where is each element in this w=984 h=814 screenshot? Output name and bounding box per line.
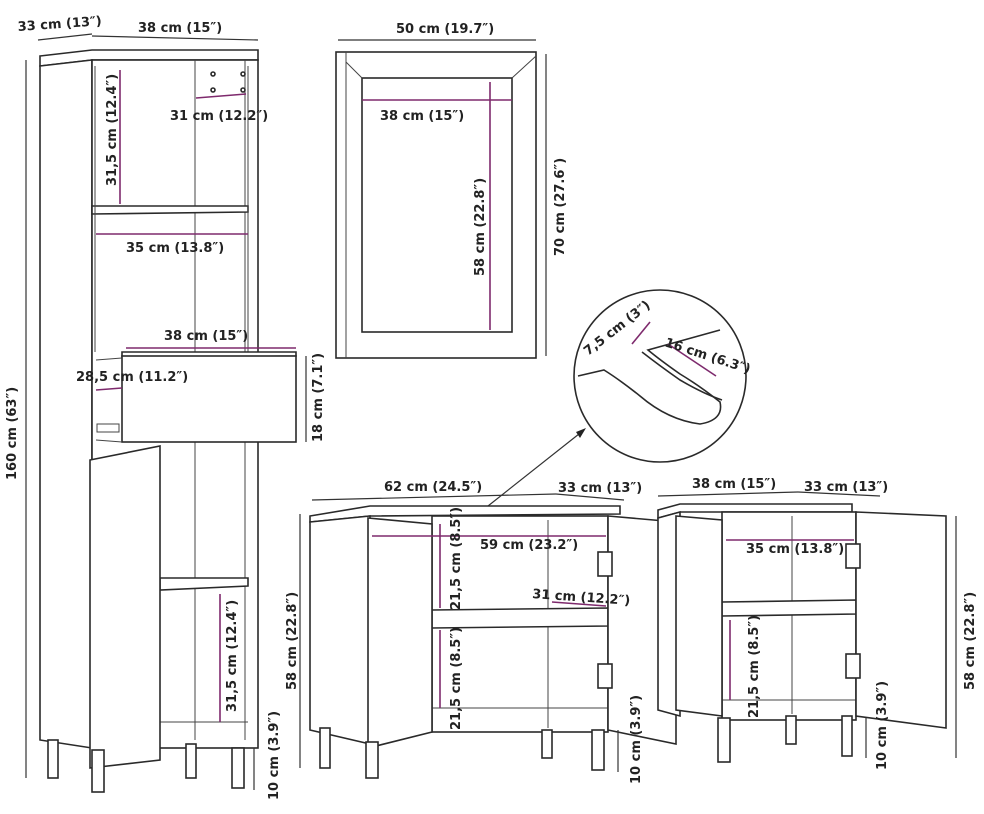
tall-cabinet-side-panel <box>39 59 93 749</box>
cutout-detail <box>487 289 747 507</box>
dim-label: 35 cm (13.8″) <box>126 241 224 256</box>
mirror-dimension-lines <box>338 39 547 356</box>
dim-label: 10 cm (3.9″) <box>629 695 644 784</box>
dim-label: 10 cm (3.9″) <box>875 681 890 770</box>
sink-left-door <box>367 517 433 750</box>
tall-leg-3 <box>185 743 197 779</box>
sink-leg-1 <box>319 727 331 769</box>
dim-label: 28,5 cm (11.2″) <box>76 370 188 385</box>
dim-label: 10 cm (3.9″) <box>267 711 282 800</box>
sink-cabinet <box>309 505 677 779</box>
dim-label: 38 cm (15″) <box>138 21 222 36</box>
dim-label: 21,5 cm (8.5″) <box>449 507 464 610</box>
dim-label: 38 cm (15″) <box>380 109 464 124</box>
tall-shelf-1 <box>91 205 249 215</box>
dim-label: 50 cm (19.7″) <box>396 22 494 37</box>
small-hinge-2 <box>845 653 861 679</box>
small-cabinet <box>657 503 947 763</box>
small-dimension-lines <box>657 491 957 758</box>
tall-cabinet <box>39 49 297 793</box>
dim-label: 62 cm (24.5″) <box>384 480 482 495</box>
small-leg-3 <box>841 715 853 757</box>
small-hinge-1 <box>845 543 861 569</box>
dim-label: 31,5 cm (12.4″) <box>105 74 120 186</box>
tall-drawer-front <box>121 355 297 443</box>
dim-label: 38 cm (15″) <box>692 477 776 492</box>
dim-label: 59 cm (23.2″) <box>480 538 578 553</box>
small-left-door <box>675 515 723 717</box>
mirror-cabinet <box>335 51 537 359</box>
detail-magnifier-circle <box>573 289 747 463</box>
dim-label: 21,5 cm (8.5″) <box>449 627 464 730</box>
small-leg-1 <box>717 717 731 763</box>
drawer-slide-rail <box>96 423 120 433</box>
tall-leg-4 <box>231 747 245 789</box>
dim-label: 70 cm (27.6″) <box>553 158 568 256</box>
dim-label: 33 cm (13″) <box>17 14 102 35</box>
tall-leg-2 <box>91 749 105 793</box>
dim-label: 18 cm (7.1″) <box>311 353 326 442</box>
dim-label: 58 cm (22.8″) <box>473 178 488 276</box>
sink-leg-2 <box>365 741 379 779</box>
sink-leg-3 <box>541 729 553 759</box>
dim-label: 160 cm (63″) <box>5 387 20 480</box>
sink-cabinet-side <box>309 515 371 746</box>
small-cabinet-side <box>657 510 681 718</box>
sink-hinge-1 <box>597 551 613 577</box>
dim-label: 31 cm (12.2″) <box>170 109 268 124</box>
mirror-glass <box>361 77 513 333</box>
sink-hinge-2 <box>597 663 613 689</box>
small-shelf <box>721 599 857 617</box>
sink-shelf <box>431 607 609 629</box>
dim-label: 21,5 cm (8.5″) <box>747 615 762 718</box>
small-right-door <box>855 511 947 729</box>
tall-dimension-lines <box>25 33 307 790</box>
dim-label: 58 cm (22.8″) <box>285 592 300 690</box>
small-leg-2 <box>785 715 797 745</box>
tall-leg-1 <box>47 739 59 779</box>
sink-leg-4 <box>591 729 605 771</box>
dim-label: 58 cm (22.8″) <box>963 592 978 690</box>
dim-label: 35 cm (13.8″) <box>746 542 844 557</box>
dim-label: 33 cm (13″) <box>804 480 888 495</box>
dim-label: 31,5 cm (12.4″) <box>225 600 240 712</box>
dim-label: 38 cm (15″) <box>164 329 248 344</box>
dim-label: 33 cm (13″) <box>558 481 642 496</box>
sink-dimension-lines <box>299 493 625 772</box>
tall-cabinet-door <box>89 445 161 769</box>
dim-label: 31 cm (12.2″) <box>532 587 631 609</box>
